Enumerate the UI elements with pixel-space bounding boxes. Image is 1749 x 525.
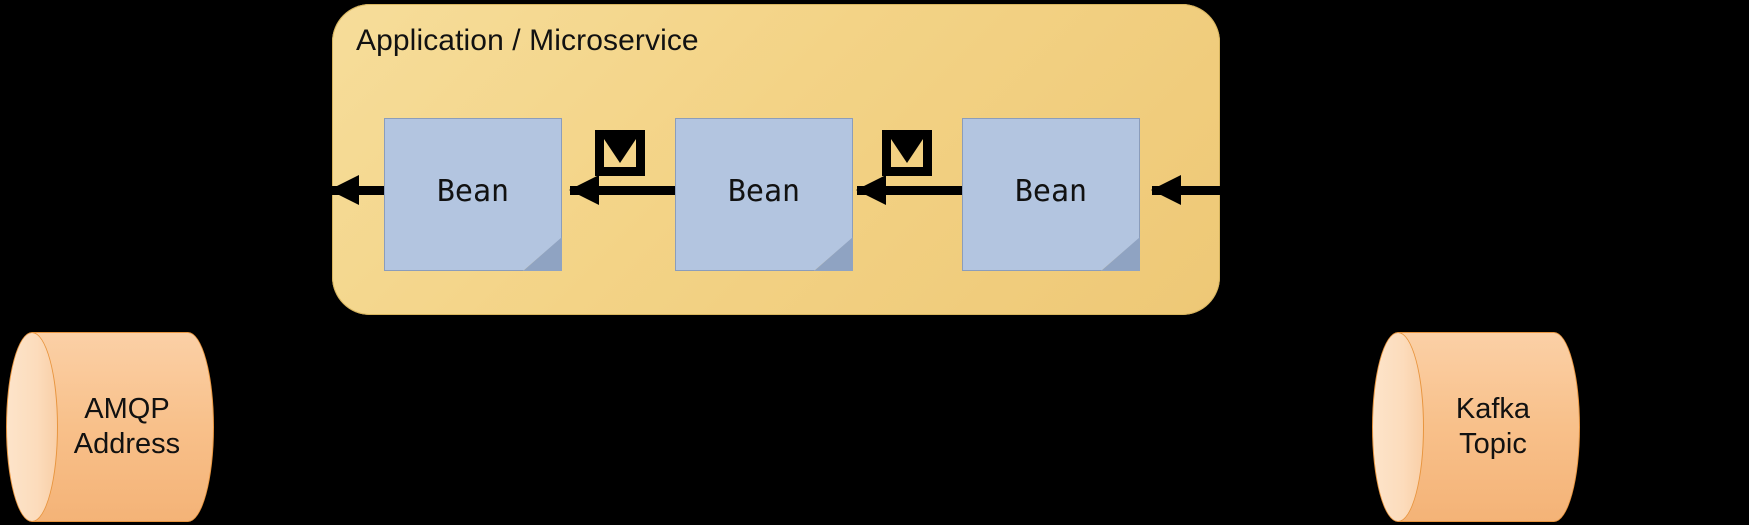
envelope-flap [891, 139, 923, 163]
arrow-head-icon [856, 175, 886, 205]
cylinder-body [1398, 332, 1580, 522]
arrow-head-icon [329, 175, 359, 205]
kafka-topic-label: Kafka Topic [1412, 332, 1574, 522]
kafka-topic-cylinder: Kafka Topic [1372, 332, 1580, 522]
cylinder-cap [1372, 332, 1424, 522]
arrow-bean3-to-bean2 [856, 175, 967, 205]
arrow-out-to-amqp [329, 175, 392, 205]
cylinder-body [32, 332, 214, 522]
envelope-body [595, 130, 645, 176]
panel-title: Application / Microservice [356, 24, 699, 57]
envelope-flap [604, 139, 636, 163]
bean-box-2: Bean [675, 118, 853, 271]
message-envelope-icon-2 [882, 130, 932, 176]
cylinder-cap [6, 332, 58, 522]
message-envelope-icon-1 [595, 130, 645, 176]
kafka-label-line-1: Kafka [1455, 392, 1531, 425]
arrow-head-icon [1151, 175, 1181, 205]
bean-box-1: Bean [384, 118, 562, 271]
arrow-bean2-to-bean1 [569, 175, 680, 205]
envelope-body [882, 130, 932, 176]
bean-label: Bean [436, 174, 510, 209]
amqp-label-line-1: AMQP [84, 392, 170, 425]
bean-shape [675, 118, 853, 271]
amqp-address-cylinder: AMQP Address [6, 332, 214, 522]
bean-shape [384, 118, 562, 271]
bean-shape [962, 118, 1140, 271]
arrow-head-icon [569, 175, 599, 205]
kafka-label-line-2: Topic [1459, 428, 1527, 460]
arrow-in-from-kafka [1151, 175, 1226, 205]
bean-box-3: Bean [962, 118, 1140, 271]
bean-label: Bean [1014, 174, 1088, 209]
amqp-label-line-2: Address [73, 428, 181, 460]
bean-label: Bean [727, 174, 801, 209]
amqp-address-label: AMQP Address [46, 332, 208, 522]
